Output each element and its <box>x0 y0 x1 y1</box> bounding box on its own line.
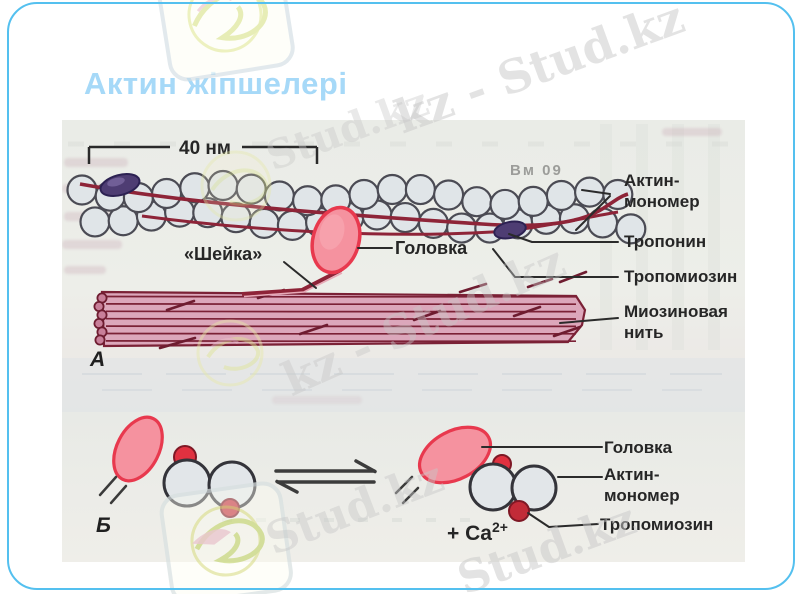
actin-bead <box>517 185 549 218</box>
myosin-neck <box>241 268 343 298</box>
calcium-base: + Ca <box>447 522 492 545</box>
actin-bead <box>545 179 577 212</box>
label-head-b: Головка <box>604 438 673 457</box>
myosin-head-b-left <box>112 415 164 483</box>
troponin-blobs <box>99 173 527 240</box>
label-actin-monomer-2: мономер <box>624 192 700 211</box>
myosin-strand-line <box>105 332 577 335</box>
actin-bead <box>433 179 465 211</box>
myosin-filament <box>93 270 588 350</box>
myosin-head-b-right <box>418 425 492 485</box>
label-head-a: Головка <box>395 238 468 258</box>
tropomyosin-strands <box>79 182 629 236</box>
actin-bead <box>235 173 267 205</box>
actin-monomer-circle <box>510 464 558 512</box>
tropomyosin-dot <box>220 498 240 518</box>
panel-a-label: А <box>89 348 105 371</box>
panel-b-label: Б <box>96 514 111 537</box>
label-actin-monomer-b: Актин- <box>604 465 660 484</box>
actin-bead <box>79 206 111 238</box>
actin-monomer-circle <box>468 462 518 512</box>
myosin-strands <box>105 295 577 343</box>
head-legs-right <box>394 475 420 505</box>
actin-bead <box>248 207 280 239</box>
head-legs-left <box>98 475 128 505</box>
actin-bead <box>66 174 98 206</box>
page-title: Актин жіпшелері <box>84 66 348 101</box>
label-myosin-filament-2: нить <box>624 323 664 342</box>
figure-svg: Вм 09 40 нм <box>62 124 745 545</box>
label-tropomyosin-b: Тропомиозин <box>600 515 713 534</box>
myosin-strand-line <box>105 317 577 320</box>
label-tropomyosin: Тропомиозин <box>624 267 737 286</box>
scale-bar-label: 40 нм <box>179 138 231 159</box>
actin-bead <box>489 188 521 221</box>
myosin-head-a <box>310 205 362 275</box>
myosin-strand-line <box>105 295 577 298</box>
figure-image: Вм 09 40 нм <box>62 120 745 562</box>
actin-monomer-circle <box>162 458 212 508</box>
label-actin-monomer-b2: мономер <box>604 486 680 505</box>
label-neck: «Шейка» <box>184 244 262 264</box>
myosin-strand-line <box>105 339 577 343</box>
scale-bracket <box>87 145 319 164</box>
actin-bead <box>263 180 295 212</box>
tropomyosin-dot <box>508 500 530 522</box>
myosin-cap <box>93 292 108 346</box>
calcium-label: + Ca2+ <box>447 519 508 545</box>
actin-bead <box>207 169 239 202</box>
actin-bead <box>404 173 436 206</box>
pointer-lines-b <box>481 446 603 528</box>
calcium-superscript: 2+ <box>492 519 508 535</box>
label-myosin-filament: Миозиновая <box>624 302 728 321</box>
myosin-strand-line <box>105 302 577 306</box>
label-actin-monomer: Актин- <box>624 171 680 190</box>
actin-bead <box>150 177 183 210</box>
myosin-strand-line <box>105 310 577 313</box>
actin-bead <box>348 178 380 211</box>
pointer-lines-a <box>283 189 619 324</box>
actin-bead <box>461 186 493 218</box>
actin-bead <box>615 213 647 245</box>
myosin-strand-line <box>105 325 577 328</box>
equilibrium-arrows-icon <box>274 459 377 494</box>
labels-a: Актин- мономер Тропонин Тропомиозин Миоз… <box>89 171 737 371</box>
scale-bar: 40 нм <box>87 138 319 164</box>
label-troponin: Тропонин <box>624 232 706 251</box>
actin-bead <box>376 173 408 206</box>
ghost-text: Вм 09 <box>510 162 563 179</box>
panel-b: Головка Актин- мономер Тропомиозин + Ca2… <box>96 415 713 545</box>
